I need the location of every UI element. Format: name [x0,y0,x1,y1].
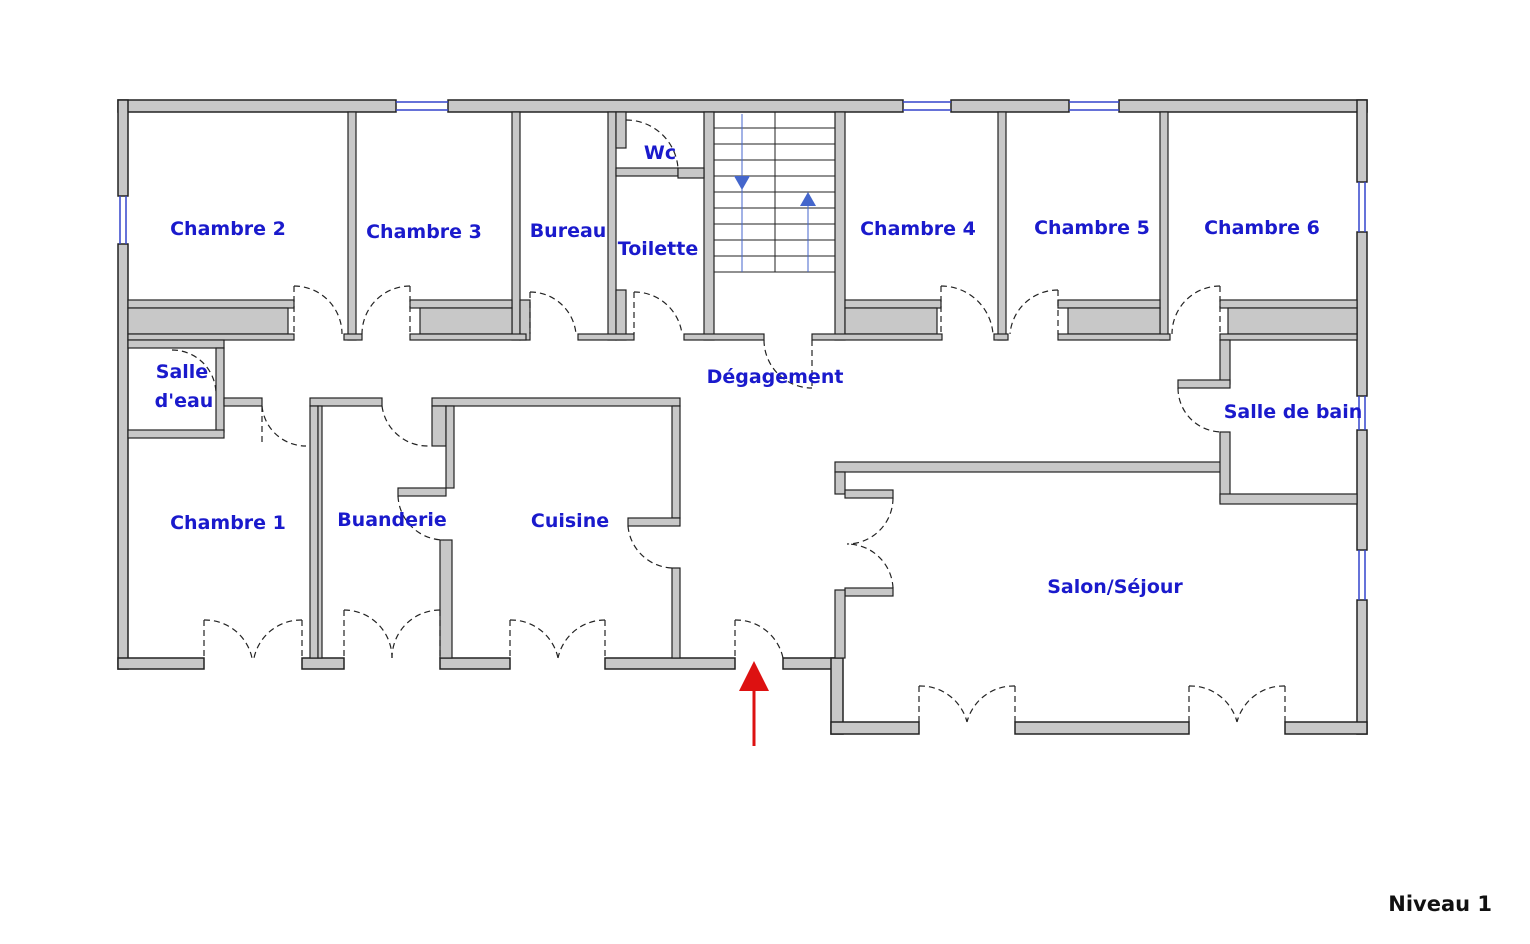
label-buanderie: Buanderie [337,509,447,531]
label-chambre-1: Chambre 1 [170,512,286,534]
staircase [713,111,836,273]
label-cuisine: Cuisine [531,510,609,532]
label-degagement: Dégagement [707,366,844,388]
interior-walls [127,111,1358,659]
door-swings [171,119,1286,723]
windows [119,101,1366,600]
level-label: Niveau 1 [1388,892,1492,916]
label-chambre-2: Chambre 2 [170,218,286,240]
label-chambre-3: Chambre 3 [366,221,482,243]
label-chambre-6: Chambre 6 [1204,217,1320,239]
label-chambre-5: Chambre 5 [1034,217,1150,239]
label-bureau: Bureau [530,220,607,242]
exterior-walls [117,99,1368,735]
label-salle-deau-line-1: Salle [156,361,208,383]
label-toilette: Toilette [618,238,698,260]
label-salle-deau-line-2: d'eau [155,390,214,412]
label-wc: Wc [644,142,676,164]
label-salon-sejour: Salon/Séjour [1047,576,1183,598]
label-salle-de-bain: Salle de bain [1224,401,1363,423]
room-labels: Chambre 2 Chambre 3 Bureau Wc Toilette C… [155,142,1363,598]
label-chambre-4: Chambre 4 [860,218,976,240]
